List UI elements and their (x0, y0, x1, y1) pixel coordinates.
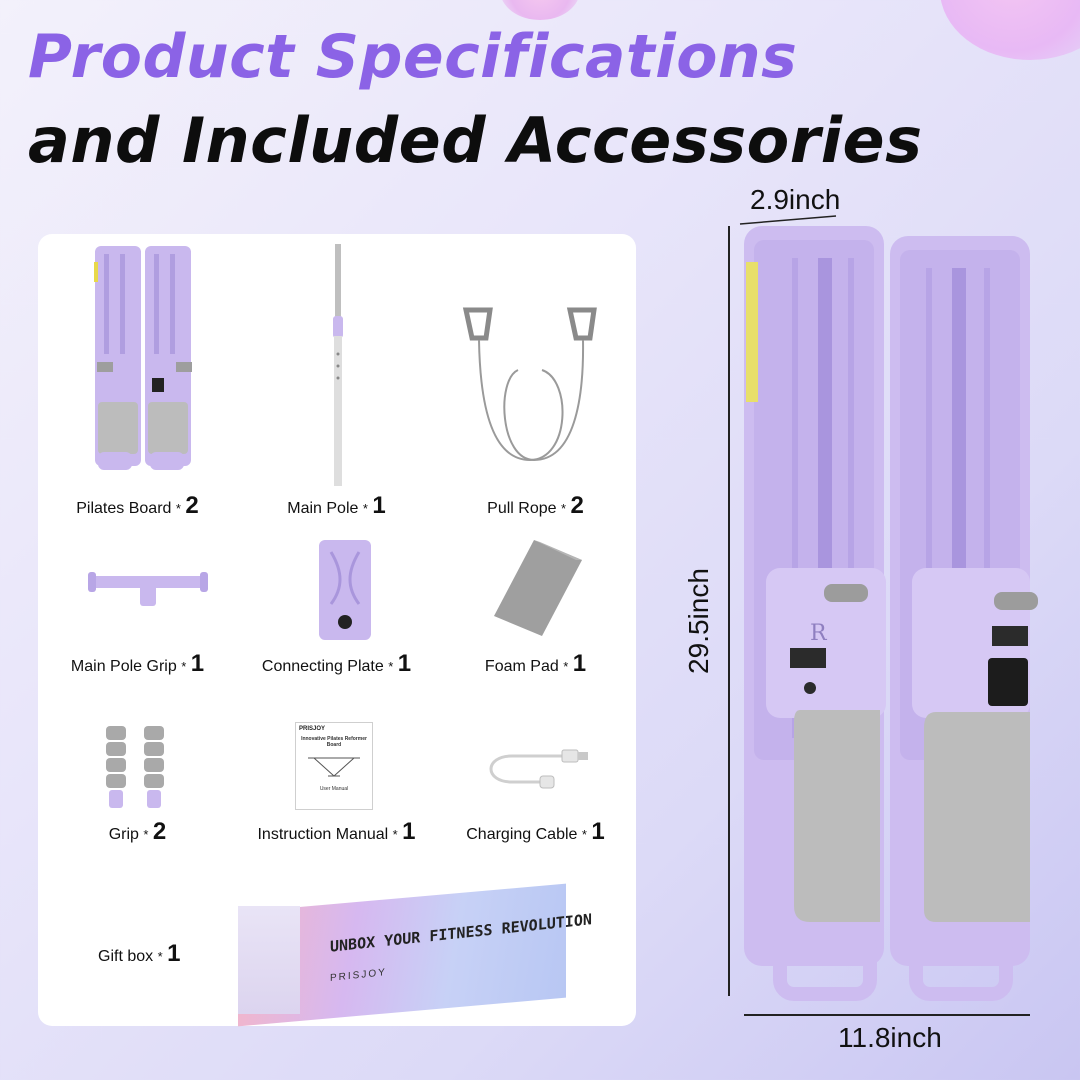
accessory-name: Pilates Board (76, 500, 172, 517)
accessory-name: Gift box (98, 948, 154, 965)
manual-footer: User Manual (319, 786, 349, 792)
qty-separator: * (560, 501, 567, 516)
pad-icon (494, 540, 582, 636)
accessory-name: Foam Pad (484, 658, 559, 675)
height-dimension-label: 29.5inch (683, 568, 714, 674)
side-mark: R (810, 621, 828, 646)
qty-number: 1 (190, 650, 205, 677)
grip-icon (88, 572, 208, 606)
qty-number: 1 (572, 650, 587, 677)
plate-icon (319, 540, 371, 640)
qty-number: 1 (397, 650, 412, 677)
accessory-label: Pull Rope * 2 (436, 492, 635, 520)
accessory-label: Grip * 2 (38, 818, 237, 846)
accessories-card: Pilates Board * 2 Main Pole * 1 Pu (38, 234, 636, 1026)
manual-title: Innovative Pilates Reformer Board (301, 736, 367, 748)
rope-icon (462, 307, 597, 462)
qty-separator: * (175, 501, 181, 516)
accessory-name: Main Pole Grip (70, 658, 177, 675)
qty-number: 1 (167, 940, 181, 967)
accessory-name: Pull Rope (487, 500, 557, 517)
accessory-main-pole: Main Pole * 1 (237, 234, 436, 524)
pilates-board-icon (94, 246, 192, 470)
pole-icon (333, 244, 343, 486)
accessory-label: Instruction Manual * 1 (237, 818, 436, 846)
manual-icon: PRISJOY Innovative Pilates Reformer Boar… (295, 722, 373, 810)
accessory-label: Connecting Plate * 1 (237, 650, 436, 678)
decorative-blob (940, 0, 1080, 60)
grip-icon (106, 726, 164, 808)
accessory-name: Main Pole (287, 500, 359, 517)
qty-separator: * (388, 659, 394, 674)
accessory-label: Charging Cable * 1 (436, 818, 635, 846)
accessory-charging-cable: Charging Cable * 1 (436, 694, 635, 864)
qty-separator: * (157, 949, 163, 964)
qty-number: 2 (185, 492, 199, 519)
qty-number: 1 (372, 492, 386, 519)
pilates-board-product-image: R (744, 226, 1038, 1001)
accessory-name: Connecting Plate (261, 658, 384, 675)
accessory-instruction-manual: PRISJOY Innovative Pilates Reformer Boar… (237, 694, 436, 864)
gift-box-end (238, 906, 300, 1014)
qty-separator: * (181, 659, 187, 674)
accessory-label: Foam Pad * 1 (436, 650, 635, 678)
accessory-name: Grip (108, 826, 139, 843)
accessory-label: Main Pole * 1 (237, 492, 436, 520)
qty-separator: * (581, 827, 587, 842)
cable-icon (489, 749, 588, 789)
qty-separator: * (392, 827, 398, 842)
qty-separator: * (362, 501, 368, 516)
accessory-name: Instruction Manual (257, 826, 389, 843)
accessory-grip: Grip * 2 (38, 694, 237, 864)
height-dimension-line (728, 226, 730, 996)
decorative-blob (500, 0, 580, 20)
accessory-pull-rope: Pull Rope * 2 (436, 234, 635, 524)
qty-separator: * (563, 659, 569, 674)
accessory-main-pole-grip: Main Pole Grip * 1 (38, 524, 237, 694)
manual-illustration (308, 757, 360, 777)
width-dimension-line (744, 1014, 1030, 1016)
accessory-name: Charging Cable (466, 826, 578, 843)
page-title-line1: Product Specifications (28, 22, 798, 92)
manual-brand: PRISJOY (299, 726, 326, 732)
width-dimension-label: 11.8inch (838, 1022, 942, 1053)
qty-number: 2 (152, 818, 167, 845)
page-title-line2: and Included Accessories (28, 104, 923, 177)
accessory-pilates-board: Pilates Board * 2 (38, 234, 237, 524)
gift-box-icon: UNBOX YOUR FITNESS REVOLUTION PRISJOY (238, 862, 592, 1027)
qty-number: 2 (570, 492, 584, 519)
qty-number: 1 (402, 818, 416, 845)
accessory-label: Pilates Board * 2 (38, 492, 237, 520)
depth-dimension-line (739, 215, 837, 225)
qty-number: 1 (591, 818, 605, 845)
accessory-connecting-plate: Connecting Plate * 1 (237, 524, 436, 694)
depth-dimension-label: 2.9inch (750, 184, 841, 215)
accessory-label-gift-box: Gift box * 1 (98, 940, 238, 968)
qty-separator: * (143, 827, 149, 842)
accessory-foam-pad: Foam Pad * 1 (436, 524, 635, 694)
accessory-label: Main Pole Grip * 1 (38, 650, 237, 678)
